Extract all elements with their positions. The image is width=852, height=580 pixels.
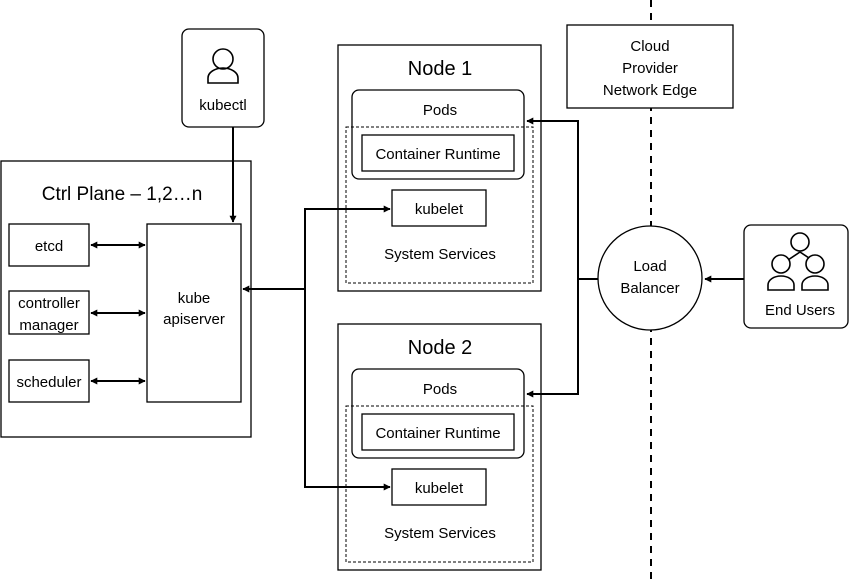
user-icon — [207, 48, 239, 84]
node-2-title: Node 2 — [408, 337, 473, 359]
scheduler-box — [8, 359, 90, 403]
node-2-pods-label: Pods — [423, 381, 457, 398]
controller-manager-label-2: manager — [19, 317, 78, 334]
end-users-label: End Users — [765, 302, 835, 319]
controller-manager-label-1: controller — [18, 295, 80, 312]
apiserver-label-2: apiserver — [163, 311, 225, 328]
control-plane-title: Ctrl Plane – 1,2…n — [42, 184, 203, 205]
node-1-runtime-label: Container Runtime — [375, 146, 500, 163]
cloud-edge-box: Cloud Provider Network Edge — [566, 24, 734, 109]
controller-manager-box — [8, 290, 90, 335]
node-2-runtime-box — [361, 413, 515, 451]
kubectl-box: kubectl — [181, 28, 265, 128]
node-2-runtime-label: Container Runtime — [375, 425, 500, 442]
node-2-system-services-area — [345, 405, 534, 563]
node-1-system-services-area — [345, 126, 534, 284]
cloud-edge-label-3: Network Edge — [603, 82, 697, 99]
node-1-kubelet-box — [391, 189, 487, 227]
node-2: Node 2 Pods Container Runtime kubelet Sy… — [337, 323, 542, 571]
node-1: Node 1 Pods Container Runtime kubelet Sy… — [337, 44, 542, 292]
kubectl-label: kubectl — [199, 97, 247, 114]
node-2-kubelet-box — [391, 468, 487, 506]
node-2-system-services-label: System Services — [384, 525, 496, 542]
node-1-system-services-label: System Services — [384, 246, 496, 263]
node-1-pods-label: Pods — [423, 102, 457, 119]
lb-pods-1-connector — [526, 117, 598, 280]
scheduler-label: scheduler — [16, 374, 81, 391]
kubelet-2-connector — [304, 289, 391, 491]
apiserver-label-1: kube — [178, 290, 211, 307]
users-group-icon — [767, 232, 829, 291]
node-1-title: Node 1 — [408, 58, 473, 80]
lb-pods-2-connector — [526, 279, 579, 398]
cloud-edge-label-2: Provider — [622, 60, 678, 77]
etcd-box — [8, 223, 90, 267]
apiserver-box — [146, 223, 242, 403]
control-plane: Ctrl Plane – 1,2…n etcd controller manag… — [0, 160, 252, 438]
node-1-kubelet-label: kubelet — [415, 201, 464, 218]
node-2-pods-box — [351, 368, 525, 459]
etcd-label: etcd — [35, 238, 63, 255]
node-1-runtime-box — [361, 134, 515, 172]
node-1-pods-box — [351, 89, 525, 180]
end-users-box: End Users — [743, 224, 849, 329]
load-balancer-label-1: Load — [633, 258, 666, 275]
kubelet-1-connector — [304, 205, 391, 289]
node-2-kubelet-label: kubelet — [415, 480, 464, 497]
load-balancer: Load Balancer — [597, 225, 703, 331]
load-balancer-label-2: Balancer — [620, 280, 679, 297]
cloud-edge-label-1: Cloud — [630, 38, 669, 55]
